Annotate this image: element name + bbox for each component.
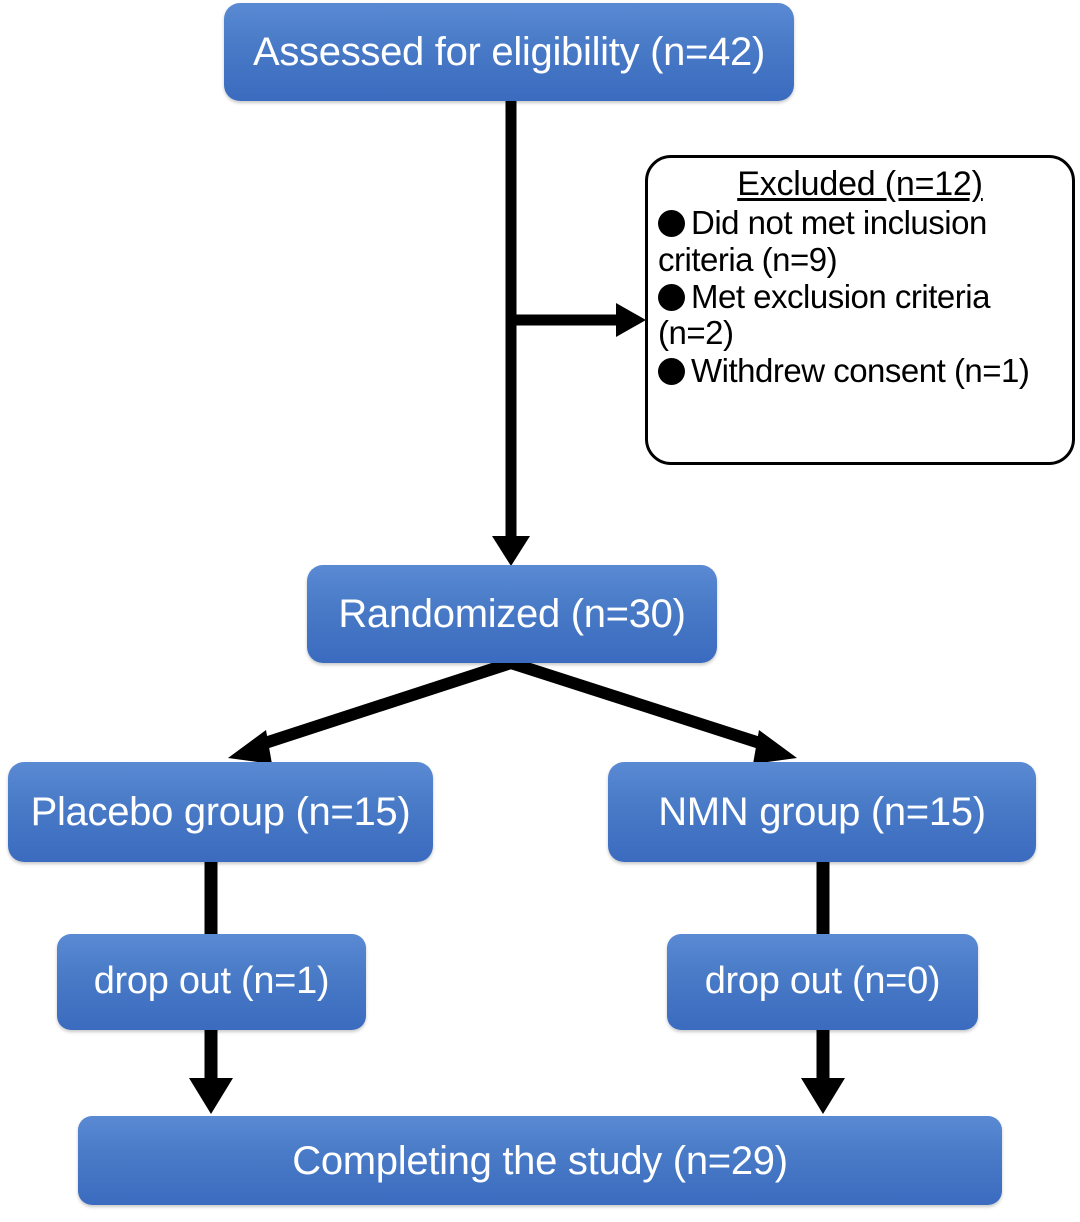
excluded-list-item: Did not met inclusion criteria (n=9) <box>658 205 1062 278</box>
excluded-list-item: Met exclusion criteria (n=2) <box>658 277 1062 352</box>
arrowhead-completing-left <box>189 1078 233 1114</box>
connector-randomized-to-nmn <box>509 657 768 751</box>
node-assessed-for-eligibility: Assessed for eligibility (n=42) <box>224 3 794 101</box>
node-excluded-box: Excluded (n=12) Did not met inclusion cr… <box>645 155 1075 465</box>
bullet-circle-icon <box>658 210 685 238</box>
excluded-title: Excluded (n=12) <box>737 165 983 203</box>
node-dropout-placebo: drop out (n=1) <box>57 934 366 1030</box>
node-assessed-label: Assessed for eligibility (n=42) <box>252 30 766 74</box>
node-dropout-placebo-label: drop out (n=1) <box>93 960 330 1003</box>
arrowhead-completing-right <box>801 1078 845 1114</box>
node-randomized-label: Randomized (n=30) <box>338 592 686 636</box>
connector-randomized-to-placebo <box>257 657 513 751</box>
node-randomized: Randomized (n=30) <box>307 565 717 663</box>
node-completing-the-study: Completing the study (n=29) <box>78 1116 1002 1205</box>
arrowhead-placebo <box>228 730 272 764</box>
node-nmn-group: NMN group (n=15) <box>608 762 1036 862</box>
node-placebo-label: Placebo group (n=15) <box>30 790 411 834</box>
node-placebo-group: Placebo group (n=15) <box>8 762 433 862</box>
arrowhead-randomized <box>492 536 530 566</box>
excluded-list-item: Withdrew consent (n=1) <box>658 351 1062 389</box>
bullet-circle-icon <box>658 357 685 385</box>
bullet-circle-icon <box>658 283 685 311</box>
arrowhead-excluded <box>616 303 646 337</box>
excluded-item-label: Did not met inclusion criteria (n=9) <box>658 204 987 278</box>
node-completing-label: Completing the study (n=29) <box>292 1138 788 1183</box>
node-nmn-label: NMN group (n=15) <box>658 790 986 834</box>
arrowhead-nmn <box>753 730 797 764</box>
excluded-item-label: Met exclusion criteria (n=2) <box>658 277 990 352</box>
node-dropout-nmn-label: drop out (n=0) <box>704 960 941 1003</box>
node-dropout-nmn: drop out (n=0) <box>667 934 978 1030</box>
excluded-item-label: Withdrew consent (n=1) <box>691 351 1030 389</box>
